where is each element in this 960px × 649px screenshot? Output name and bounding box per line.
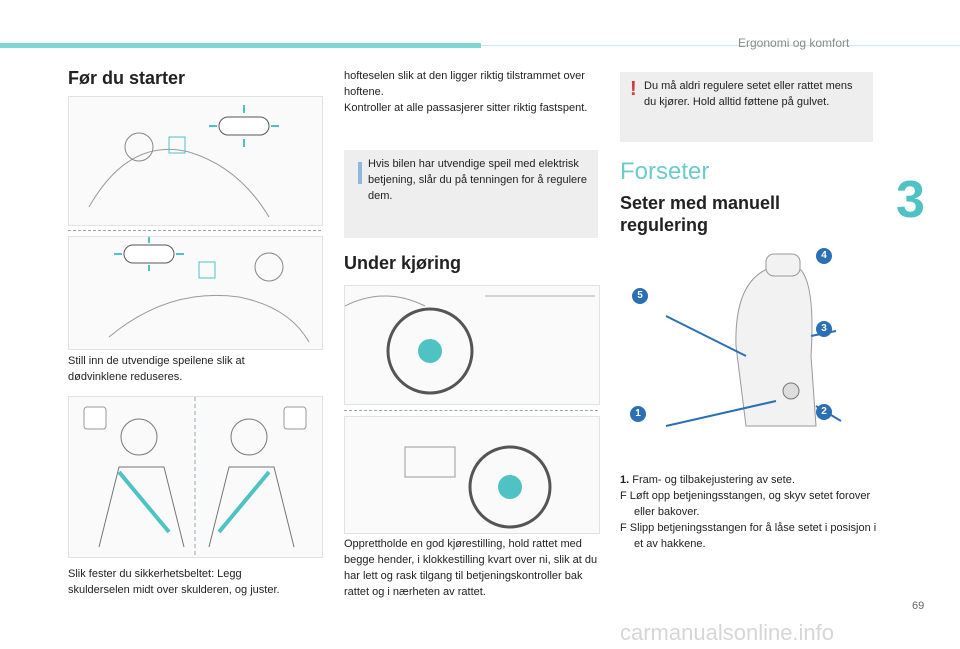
info-icon xyxy=(358,162,362,184)
before-start-title: Før du starter xyxy=(68,68,186,88)
top-divider xyxy=(481,45,960,46)
seatbelt-illustration xyxy=(68,396,323,558)
info-note-text: Hvis bilen har utvendige speil med elekt… xyxy=(368,158,587,202)
page-number: 69 xyxy=(912,600,925,612)
mirror-caption: Still inn de utvendige speilene slik at … xyxy=(68,355,245,383)
illustration-divider xyxy=(344,410,598,411)
illustration-divider xyxy=(68,230,321,231)
step-badge-3: 3 xyxy=(816,321,832,337)
warning-note-box: ! Du må aldri regulere setet eller ratte… xyxy=(620,72,873,142)
driving-caption: Opprettholde en god kjørestilling, hold … xyxy=(344,538,598,598)
mirror-adjust-illustration-top xyxy=(68,96,323,226)
warning-note-text: Du må aldri regulere setet eller rattet … xyxy=(644,80,853,108)
chapter-number: 3 xyxy=(896,171,925,229)
step-badge-1: 1 xyxy=(630,406,646,422)
step-badge-2: 2 xyxy=(816,404,832,420)
seat-adjust-illustration: 5 1 2 3 4 xyxy=(626,246,874,446)
top-accent-bar xyxy=(0,43,481,48)
seatbelt-continued-text: hofteselen slik at den ligger riktig til… xyxy=(344,70,588,114)
seat-instructions: 1. Fram- og tilbakejustering av sete. F … xyxy=(620,474,877,550)
manual-seat-subtitle: Seter med manuell regulering xyxy=(620,193,781,235)
driving-illustration-top xyxy=(344,285,600,405)
step-badge-5: 5 xyxy=(632,288,648,304)
mirror-adjust-illustration-bottom xyxy=(68,236,323,350)
driving-illustration-bottom xyxy=(344,416,600,534)
watermark: carmanualsonline.info xyxy=(620,620,835,645)
section-header: Ergonomi og komfort xyxy=(738,36,850,50)
warning-icon: ! xyxy=(630,78,637,100)
front-seats-title: Forseter xyxy=(620,158,710,185)
driving-title: Under kjøring xyxy=(344,253,462,273)
step-badge-4: 4 xyxy=(816,248,832,264)
info-note-box: Hvis bilen har utvendige speil med elekt… xyxy=(344,150,598,238)
seatbelt-caption: Slik fester du sikkerhetsbeltet: Legg sk… xyxy=(68,568,280,596)
